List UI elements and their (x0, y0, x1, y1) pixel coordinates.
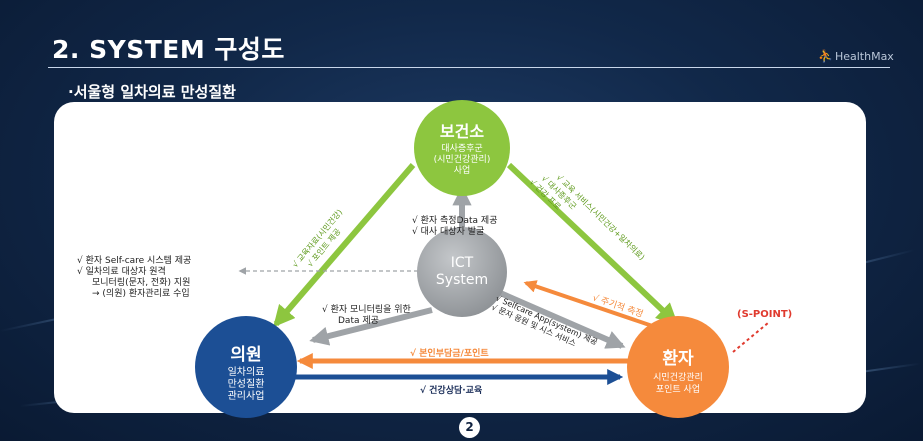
section-subtitle: ·서울형 일차의료 만성질환 (68, 83, 236, 101)
spoint-connector (732, 322, 769, 353)
health-center-title: 보건소 (440, 122, 484, 141)
spoint-label: (S-POINT) (737, 309, 792, 320)
title-divider (48, 67, 890, 68)
node-patient (627, 316, 729, 418)
left-note-line: √ 일차의료 대상자 원격 (77, 265, 166, 277)
edge-health-to-clinic (273, 163, 416, 328)
health-center-line: 대사증후군 (441, 143, 482, 154)
node-ict-system (417, 227, 507, 317)
copay-note: √ 본인부담금/포인트 (410, 347, 489, 359)
page-number: 2 (459, 417, 480, 438)
health-center-line: (시민건강관리) (434, 154, 491, 165)
logo-text: HealthMax (834, 50, 894, 63)
counsel-note: √ 건강상담·교육 (420, 384, 482, 396)
ict-clinic-note: √ 환자 모니터링을 위한 (322, 303, 411, 315)
patient-line: 포인트 사업 (656, 384, 700, 395)
ict-label: ICT (451, 255, 474, 271)
clinic-line: 일차의료 (228, 366, 265, 378)
logo-figure-icon: ⛹ (818, 49, 833, 63)
ict-clinic-note: Data 제공 (338, 315, 379, 326)
page-title: 2. SYSTEM 구성도 (52, 35, 285, 64)
node-clinic (195, 316, 297, 418)
arrow-ict-to-clinic (309, 307, 433, 346)
patient-line: 시민건강관리 (653, 372, 703, 383)
ict-health-note: √ 대사 대상자 발굴 (412, 226, 484, 237)
left-note-line: → (의원) 환자관리료 수입 (92, 287, 190, 299)
ict-health-note: √ 환자 측정Data 제공 (412, 214, 498, 226)
ict-label: System (436, 272, 488, 288)
left-note-line: 모니터링(문자, 전화) 지원 (92, 276, 190, 288)
arrow-ict-to-patient (496, 289, 626, 349)
clinic-line: 관리사업 (228, 389, 265, 402)
node-health-center (414, 100, 510, 196)
left-note-line: √ 환자 Self-care 시스템 제공 (77, 254, 191, 266)
health-center-line: 사업 (454, 165, 471, 176)
edge-health-to-patient (506, 162, 679, 325)
clinic-title: 의원 (230, 345, 261, 365)
brand-logo: ⛹HealthMax (818, 49, 894, 63)
clinic-line: 만성질환 (228, 378, 265, 390)
patient-title: 환자 (662, 349, 694, 369)
